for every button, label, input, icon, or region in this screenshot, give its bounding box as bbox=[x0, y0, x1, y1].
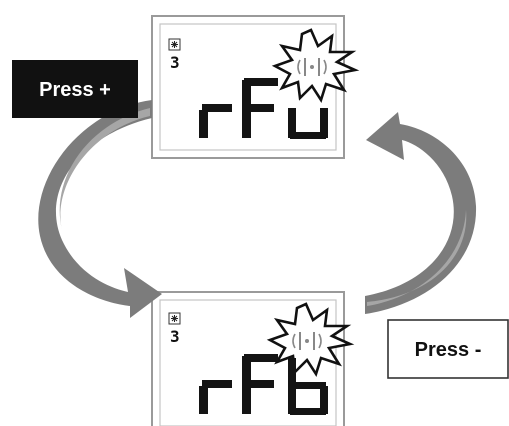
top-code-segments bbox=[199, 78, 328, 139]
top-level-number: 3 bbox=[170, 53, 180, 72]
press-plus-text: Press + bbox=[39, 79, 111, 101]
top-signal-burst bbox=[271, 28, 360, 104]
press-minus-box bbox=[387, 319, 509, 379]
press-plus-label: Press + bbox=[12, 60, 138, 118]
radio-signal-icon bbox=[297, 58, 327, 76]
press-minus-label: Press - bbox=[387, 319, 509, 379]
radio-signal-icon bbox=[292, 332, 322, 350]
snowflake-icon bbox=[168, 38, 181, 51]
snowflake-icon bbox=[168, 312, 181, 325]
top-lcd-display: 3 rFu bbox=[151, 15, 360, 159]
press-minus-text: Press - bbox=[415, 339, 482, 361]
right-cycle-arrow bbox=[365, 112, 477, 314]
bottom-level-number: 3 bbox=[170, 327, 180, 346]
left-cycle-arrow bbox=[38, 100, 163, 318]
bottom-lcd-display: 3 rFb bbox=[151, 291, 355, 426]
bottom-signal-burst bbox=[266, 302, 355, 378]
press-plus-box bbox=[12, 60, 138, 118]
bottom-code-segments bbox=[199, 354, 328, 415]
